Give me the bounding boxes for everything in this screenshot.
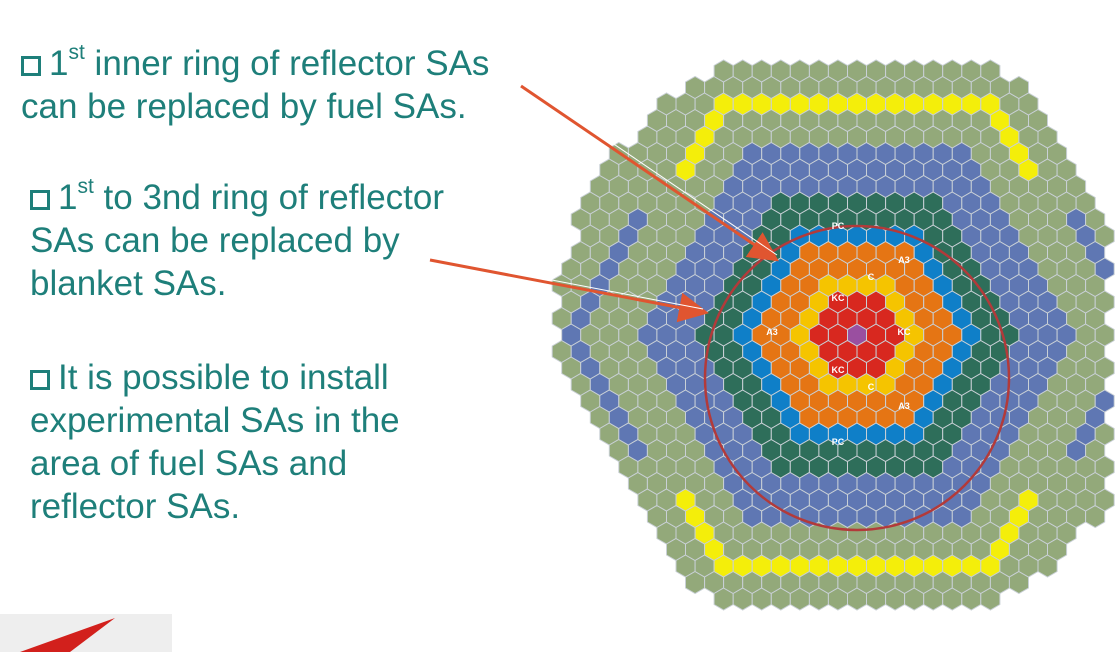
hex-assembly [1094, 488, 1115, 512]
bullet-text-prefix: 1 [49, 44, 69, 83]
bullet-text: SAs can be replaced by [30, 221, 400, 260]
bullet-text: area of fuel SAs and [30, 444, 348, 483]
hex-labels: PC A3 C KC A3 KC KC C A3 PC [766, 221, 911, 447]
hex-assembly [1094, 356, 1115, 380]
checkbox-bullet-icon [30, 190, 50, 210]
hex-label-a3: A3 [898, 255, 910, 265]
bullet-superscript: st [77, 175, 94, 199]
hex-assembly [1094, 422, 1115, 446]
hex-label-kc: KC [832, 293, 845, 303]
hex-assembly [1094, 455, 1115, 479]
bullet-fuel-replacement: 1st inner ring of reflector SAs can be r… [21, 42, 489, 128]
hex-label-pc: PC [832, 221, 845, 231]
hex-label-kc: KC [832, 365, 845, 375]
hex-assembly [1094, 389, 1115, 413]
hex-assembly [1094, 323, 1115, 347]
hex-assembly [1094, 257, 1115, 281]
bullet-text-prefix: 1 [58, 178, 78, 217]
hex-assemblies [551, 59, 1115, 611]
bullet-text: experimental SAs in the [30, 401, 400, 440]
hex-label-kc: KC [898, 327, 911, 337]
hex-label-a3: A3 [766, 327, 778, 337]
bullet-experimental-sas: It is possible to install experimental S… [30, 356, 400, 528]
bullet-text: It is possible to install [58, 358, 389, 397]
logo-fragment [0, 614, 172, 652]
checkbox-bullet-icon [30, 370, 50, 390]
hex-assembly [1094, 224, 1115, 248]
hex-label-pc: PC [832, 437, 845, 447]
hex-label-c: C [868, 272, 875, 282]
bullet-text: can be replaced by fuel SAs. [21, 87, 467, 126]
hex-assembly [1094, 290, 1115, 314]
bullet-text: inner ring of reflector SAs [84, 44, 490, 83]
hex-label-c: C [868, 382, 875, 392]
hex-label-a3: A3 [898, 401, 910, 411]
bullet-superscript: st [68, 41, 85, 65]
core-boundary-circle [703, 224, 1011, 532]
bullet-text: reflector SAs. [30, 487, 241, 526]
bullet-blanket-replacement: 1st to 3nd ring of reflector SAs can be … [30, 176, 444, 305]
red-arrow-logo-icon [20, 618, 115, 652]
checkbox-bullet-icon [21, 56, 41, 76]
bullet-text: blanket SAs. [30, 264, 227, 303]
bullet-text: to 3nd ring of reflector [93, 178, 445, 217]
